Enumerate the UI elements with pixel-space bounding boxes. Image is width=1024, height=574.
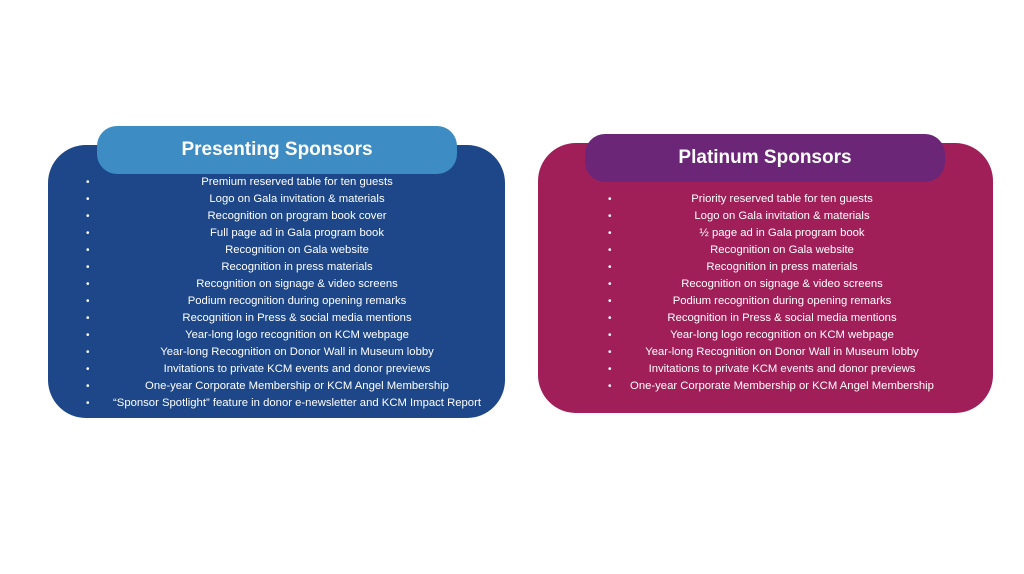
benefit-text: Podium recognition during opening remark…: [672, 295, 892, 307]
bullet-icon: •: [608, 194, 612, 205]
benefit-text: Full page ad in Gala program book: [210, 227, 384, 239]
benefit-item: • Invitations to private KCM events and d…: [80, 361, 500, 378]
bullet-icon: •: [86, 194, 90, 205]
benefit-text: Year-long Recognition on Donor Wall in M…: [645, 346, 919, 358]
platinum-benefits-list: •Priority reserved table for ten guests•…: [600, 191, 950, 395]
benefit-text: Recognition in press materials: [706, 261, 858, 273]
benefit-text: Recognition on signage & video screens: [681, 278, 883, 290]
benefit-item: • Priority reserved table for ten guests: [600, 191, 950, 208]
benefit-item: • Recognition in Press & social media men…: [600, 310, 950, 327]
benefit-item: • Recognition on program book cover: [80, 208, 500, 225]
bullet-icon: •: [608, 296, 612, 307]
benefit-item: • Podium recognition during opening remar…: [600, 293, 950, 310]
benefit-text: “Sponsor Spotlight” feature in donor e-n…: [113, 397, 481, 409]
bullet-icon: •: [608, 211, 612, 222]
bullet-icon: •: [86, 296, 90, 307]
benefit-text: Year-long logo recognition on KCM webpag…: [670, 329, 894, 341]
benefit-text: Recognition on Gala website: [710, 244, 854, 256]
bullet-icon: •: [86, 245, 90, 256]
bullet-icon: •: [608, 262, 612, 273]
benefit-text: Premium reserved table for ten guests: [201, 176, 393, 188]
benefit-item: • ½ page ad in Gala program book: [600, 225, 950, 242]
benefit-text: Invitations to private KCM events and do…: [648, 363, 916, 375]
benefit-item: • Recognition on signage & video screens: [80, 276, 500, 293]
benefit-text: Recognition in Press & social media ment…: [667, 312, 897, 324]
benefit-item: • Recognition on Gala website: [80, 242, 500, 259]
bullet-icon: •: [86, 262, 90, 273]
benefit-item: • Invitations to private KCM events and d…: [600, 361, 950, 378]
benefit-item: • Logo on Gala invitation & materials: [600, 208, 950, 225]
bullet-icon: •: [608, 245, 612, 256]
bullet-icon: •: [86, 330, 90, 341]
presenting-sponsors-panel: [48, 145, 505, 418]
bullet-icon: •: [86, 279, 90, 290]
benefit-item: • “Sponsor Spotlight” feature in donor e-…: [80, 395, 500, 412]
bullet-icon: •: [608, 228, 612, 239]
bullet-icon: •: [86, 381, 90, 392]
bullet-icon: •: [86, 398, 90, 409]
presenting-sponsors-title: Presenting Sponsors: [97, 126, 457, 174]
bullet-icon: •: [86, 211, 90, 222]
benefit-text: Recognition in Press & social media ment…: [182, 312, 412, 324]
benefit-text: Logo on Gala invitation & materials: [694, 210, 870, 222]
bullet-icon: •: [608, 381, 612, 392]
bullet-icon: •: [86, 347, 90, 358]
presenting-benefits-list: • Premium reserved table for ten guests • L…: [80, 174, 500, 412]
benefit-text: ½ page ad in Gala program book: [699, 227, 865, 239]
benefit-item: • Year-long logo recognition on KCM webpa…: [80, 327, 500, 344]
benefit-item: • Recognition on Gala website: [600, 242, 950, 259]
benefit-item: • One-year Corporate Membership or KCM An…: [80, 378, 500, 395]
benefit-item: • Recognition in press materials: [600, 259, 950, 276]
benefit-text: Podium recognition during opening remark…: [187, 295, 407, 307]
benefit-text: Recognition on program book cover: [207, 210, 387, 222]
benefit-text: Invitations to private KCM events and do…: [163, 363, 431, 375]
bullet-icon: •: [86, 313, 90, 324]
benefit-item: • Year-long Recognition on Donor Wall in …: [80, 344, 500, 361]
platinum-sponsors-title: Platinum Sponsors: [585, 134, 945, 182]
benefit-item: • Recognition on signage & video screens: [600, 276, 950, 293]
bullet-icon: •: [86, 364, 90, 375]
benefit-item: • Recognition in Press & social media men…: [80, 310, 500, 327]
benefit-text: Recognition in press materials: [221, 261, 373, 273]
bullet-icon: •: [86, 177, 90, 188]
benefit-text: One-year Corporate Membership or KCM Ang…: [145, 380, 449, 392]
bullet-icon: •: [608, 330, 612, 341]
benefit-item: • Full page ad in Gala program book: [80, 225, 500, 242]
benefit-text: One-year Corporate Membership or KCM Ang…: [630, 380, 934, 392]
benefit-item: • One-year Corporate Membership or KCM An…: [600, 378, 950, 395]
bullet-icon: •: [608, 364, 612, 375]
benefit-item: • Premium reserved table for ten guests: [80, 174, 500, 191]
benefit-text: Year-long Recognition on Donor Wall in M…: [160, 346, 434, 358]
platinum-sponsors-panel: [538, 143, 993, 413]
bullet-icon: •: [608, 347, 612, 358]
benefit-text: Priority reserved table for ten guests: [691, 193, 873, 205]
benefit-text: Logo on Gala invitation & materials: [209, 193, 385, 205]
benefit-text: Year-long logo recognition on KCM webpag…: [185, 329, 409, 341]
benefit-item: • Year-long logo recognition on KCM webpa…: [600, 327, 950, 344]
benefit-item: • Podium recognition during opening remar…: [80, 293, 500, 310]
benefit-item: • Recognition in press materials: [80, 259, 500, 276]
benefit-text: Recognition on signage & video screens: [196, 278, 398, 290]
benefit-text: Recognition on Gala website: [225, 244, 369, 256]
bullet-icon: •: [86, 228, 90, 239]
bullet-icon: •: [608, 279, 612, 290]
benefit-item: • Logo on Gala invitation & materials: [80, 191, 500, 208]
bullet-icon: •: [608, 313, 612, 324]
benefit-item: • Year-long Recognition on Donor Wall in …: [600, 344, 950, 361]
